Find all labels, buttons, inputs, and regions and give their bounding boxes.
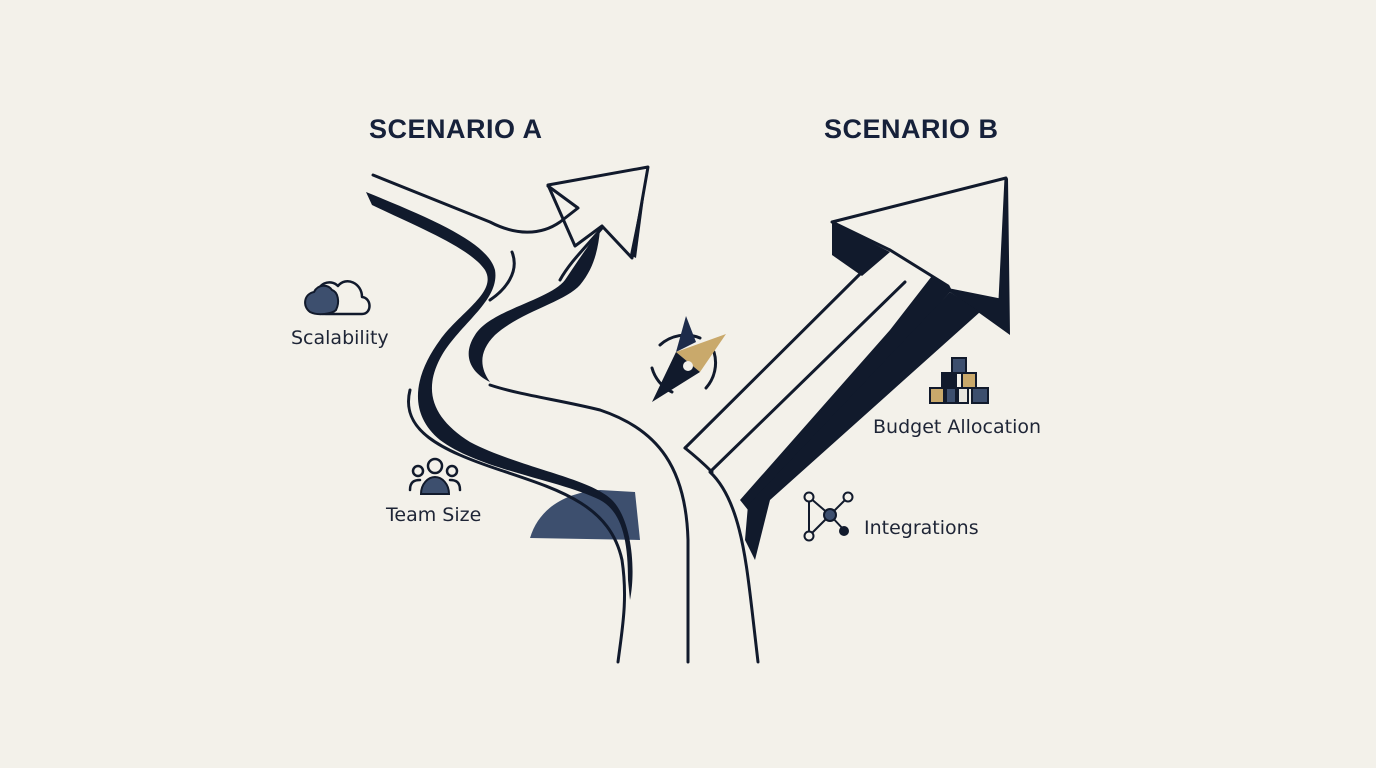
scenario-b-arrow-shadow: [740, 178, 1010, 510]
team-icon: [408, 457, 462, 495]
scenario-b-arrowhead-edge: [832, 222, 890, 276]
scenario-a-title: SCENARIO A: [369, 114, 543, 144]
scenario-a-inner-shadow: [468, 230, 600, 382]
network-nodes-icon: [803, 491, 854, 542]
integrations-label: Integrations: [864, 517, 979, 539]
scenario-b-arrowhead: [830, 176, 1008, 302]
scenario-a-arrowhead: [546, 165, 650, 260]
scenario-a-road-shadow: [366, 192, 633, 600]
scenario-b-arrow: [683, 176, 1010, 560]
cloud-icon: [304, 280, 371, 316]
stacked-blocks-icon: [929, 357, 989, 404]
budget-allocation-label: Budget Allocation: [873, 416, 1042, 438]
scenario-a-road-center: [488, 250, 516, 302]
scenario-a-road-edge-top: [371, 173, 580, 234]
compass-icon: [650, 316, 726, 402]
scenario-a-road-edge-inner: [558, 226, 604, 282]
road-trunk: [407, 383, 760, 664]
scenario-b-title: SCENARIO B: [824, 114, 999, 144]
team-size-label: Team Size: [386, 504, 482, 526]
scenario-b-road-shadow: [745, 292, 980, 560]
scalability-label: Scalability: [291, 327, 389, 349]
scenario-a-arrow: [366, 165, 650, 600]
